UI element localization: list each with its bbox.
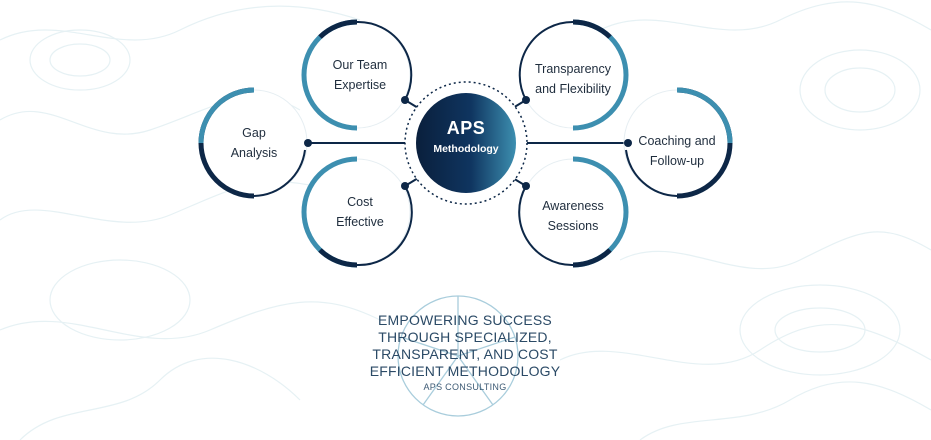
tagline-line-3: TRANSPARENT, AND COST [372,346,558,362]
label-coaching: Coaching and Follow-up [638,134,716,168]
label-awareness: Awareness Sessions [542,199,604,233]
awareness-connector-dot [522,182,530,190]
node-awareness [518,156,629,268]
center-subtitle: Methodology [433,143,499,155]
footer-tagline: EMPOWERING SUCCESS THROUGH SPECIALIZED, … [350,312,580,392]
label-cost-effective: Cost Effective [336,195,384,229]
center-circle [416,93,516,193]
tagline-line-4: EFFICIENT METHODOLOGY [369,363,561,379]
brand-name: APS CONSULTING [423,382,507,392]
transparency-connector-dot [522,96,530,104]
cost-connector-dot [401,182,409,190]
footer-wheel [397,295,519,417]
node-coaching [623,87,733,199]
coaching-connector-dot [624,139,632,147]
node-transparency [518,19,629,131]
label-gap-analysis: Gap Analysis [230,126,278,160]
node-cost-effective [301,156,413,268]
node-gap-analysis [198,87,312,199]
tagline-line-2: THROUGH SPECIALIZED, [378,329,552,345]
gap-connector-dot [304,139,312,147]
tagline-line-1: EMPOWERING SUCCESS [378,312,552,328]
node-team-expertise [301,19,413,131]
label-transparency: Transparency and Flexibility [535,62,611,96]
team-connector-dot [401,96,409,104]
label-team-expertise: Our Team Expertise [332,58,388,92]
center-title: APS [446,118,486,138]
